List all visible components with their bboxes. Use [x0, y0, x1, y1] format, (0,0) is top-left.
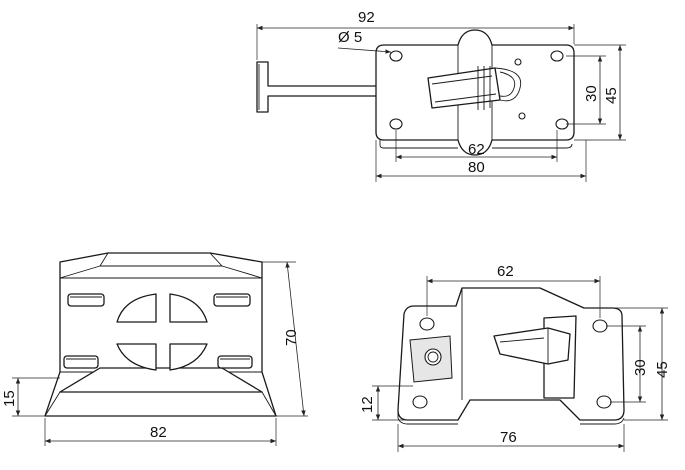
- spring-hook: [427, 58, 526, 120]
- t-handle: [256, 61, 396, 113]
- bottom-right-catch: [397, 287, 625, 425]
- top-view-dimensions: 92 Ø 5 30 45 62 80: [256, 9, 626, 182]
- bottom-left-dimensions: 70 15 82: [1, 261, 308, 446]
- top-dim-hole-diameter: Ø 5: [338, 29, 362, 46]
- catch-t-slot: [493, 315, 577, 399]
- right-dim-45: 45: [654, 361, 671, 378]
- top-view-latch: [256, 29, 575, 156]
- top-dim-45: 45: [603, 87, 620, 104]
- bottom-left-bumper: [44, 252, 277, 417]
- left-dim-70: 70: [283, 329, 300, 346]
- left-dim-15: 15: [1, 390, 18, 407]
- right-dim-76: 76: [500, 429, 517, 446]
- top-dim-92: 92: [358, 9, 375, 26]
- top-dim-62: 62: [468, 141, 485, 158]
- right-dim-62: 62: [497, 263, 514, 280]
- top-dim-30: 30: [583, 85, 600, 102]
- bumper-slots: [63, 293, 253, 369]
- right-dim-30: 30: [632, 359, 649, 376]
- bumper-cross-cut: [116, 293, 208, 371]
- top-dim-80: 80: [468, 159, 485, 176]
- left-dim-82: 82: [150, 424, 167, 441]
- right-dim-12: 12: [359, 396, 376, 413]
- bottom-right-dimensions: 62 30 45 12 76: [359, 263, 671, 452]
